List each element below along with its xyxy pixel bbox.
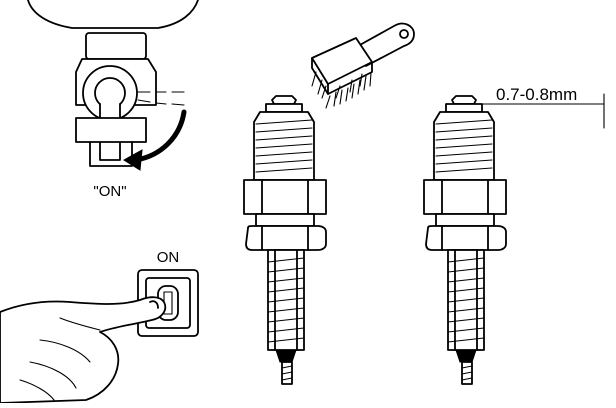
- wire-brush-icon: [311, 22, 415, 109]
- gap-spec-label: 0.7-0.8mm: [496, 85, 577, 104]
- switch-on-label: ON: [157, 249, 180, 266]
- spark-plug-icon: [423, 95, 507, 385]
- finger-icon: [0, 296, 167, 404]
- fuel-valve-icon: [27, 0, 199, 171]
- spark-plug-icon: [243, 95, 327, 385]
- valve-on-label: "ON": [93, 183, 126, 200]
- gap-leader-icon: [469, 93, 605, 129]
